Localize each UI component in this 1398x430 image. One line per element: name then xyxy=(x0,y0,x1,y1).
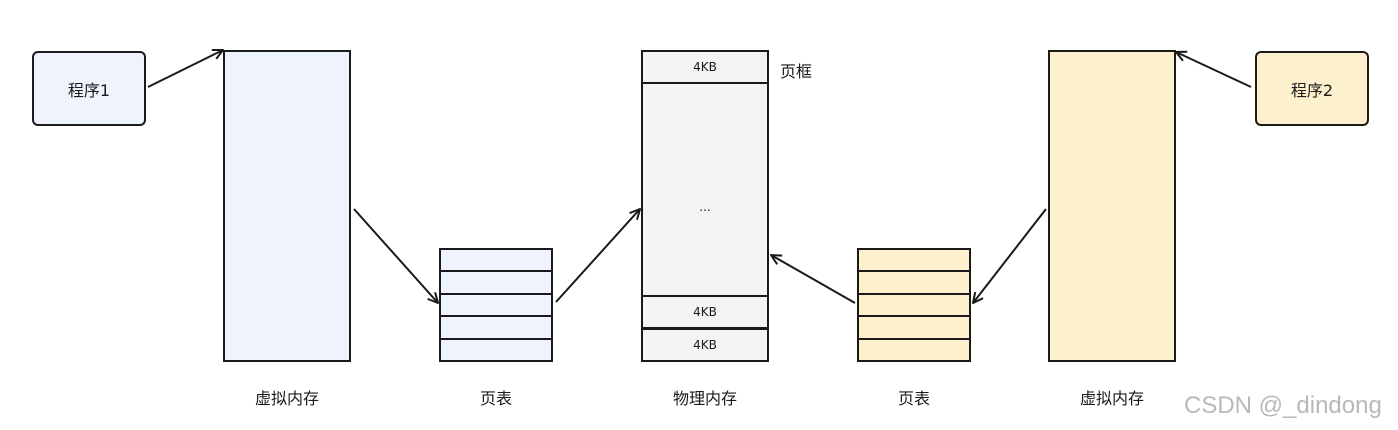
right-virtual-memory-block xyxy=(1048,50,1176,362)
page-table-entry xyxy=(859,317,969,340)
page-frame: 4KB xyxy=(641,328,769,362)
watermark: CSDN @_dindong xyxy=(1184,392,1382,419)
frames-ellipsis: ... xyxy=(699,200,711,214)
page-frame: 4KB xyxy=(641,295,769,329)
page-frame-top: 4KB xyxy=(641,50,769,84)
page-table-entry xyxy=(859,272,969,295)
left-page-table xyxy=(439,248,553,362)
page-frame-size: 4KB xyxy=(693,305,717,319)
page-table-entry xyxy=(859,250,969,273)
left-virtual-memory-block xyxy=(223,50,351,362)
arrow-pagetable-left-to-physical xyxy=(555,209,640,303)
left-virtual-memory-label: 虚拟内存 xyxy=(254,389,319,408)
page-table-entry xyxy=(441,317,551,340)
arrow-virtual-right-to-pagetable xyxy=(973,208,1047,303)
arrow-pagetable-right-to-physical xyxy=(771,255,856,304)
program2-label: 程序2 xyxy=(1290,80,1334,100)
page-frame-size: 4KB xyxy=(693,338,717,352)
arrow-program1-to-virtual xyxy=(147,50,223,88)
page-table-entry xyxy=(441,340,551,360)
right-page-table-label: 页表 xyxy=(897,389,930,408)
page-table-entry xyxy=(859,340,969,360)
page-frame-caption: 页框 xyxy=(780,62,813,81)
page-table-entry xyxy=(441,295,551,318)
arrow-virtual-to-pagetable-left xyxy=(353,208,438,303)
program1-box: 程序1 xyxy=(32,51,146,126)
physical-memory-label: 物理内存 xyxy=(672,389,737,408)
right-page-table xyxy=(857,248,971,362)
program1-label: 程序1 xyxy=(67,80,111,100)
right-virtual-memory-label: 虚拟内存 xyxy=(1079,389,1144,408)
page-table-entry xyxy=(441,272,551,295)
page-table-entry xyxy=(441,250,551,273)
program2-box: 程序2 xyxy=(1255,51,1369,126)
page-frame-size: 4KB xyxy=(693,60,717,74)
left-page-table-label: 页表 xyxy=(479,389,512,408)
arrow-program2-to-virtual xyxy=(1176,52,1252,88)
page-table-entry xyxy=(859,295,969,318)
